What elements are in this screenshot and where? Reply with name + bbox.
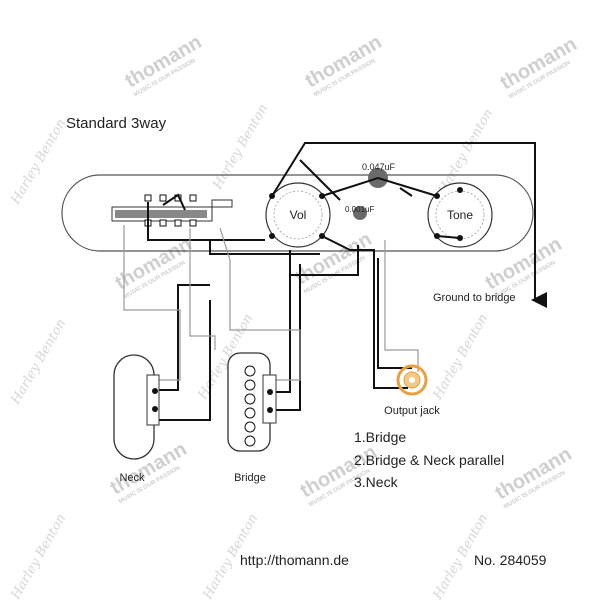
control-plate: [61, 174, 534, 252]
footer-url: http://thomann.de: [240, 552, 349, 568]
trace-layer: [123, 225, 419, 381]
tone-pot: Tone: [427, 182, 493, 248]
volume-pot: Vol: [265, 182, 331, 248]
positions-list: 1.Bridge 2.Bridge & Neck parallel 3.Neck: [354, 429, 504, 490]
position-item: 1.Bridge: [354, 429, 406, 445]
watermark-signature: Harley Benton: [8, 317, 69, 408]
cap-small-label: 0.001uF: [345, 205, 374, 214]
wire-layer: [147, 142, 547, 421]
output-jack: Output jack: [384, 364, 440, 417]
position-item: 2.Bridge & Neck parallel: [354, 452, 504, 468]
footer-item-number: No. 284059: [474, 552, 547, 568]
ground-label: Ground to bridge: [433, 292, 516, 304]
capacitor-small: 0.001uF: [345, 205, 374, 220]
output-label: Output jack: [384, 405, 440, 417]
position-item: 3.Neck: [354, 474, 399, 490]
diagram-title: Standard 3way: [66, 115, 167, 132]
bridge-label: Bridge: [234, 472, 266, 484]
neck-pickup: Neck: [113, 354, 160, 484]
watermark-signature: Harley Benton: [8, 117, 69, 208]
cap-large-label: 0.047uF: [362, 162, 396, 172]
bridge-pickup: Bridge: [227, 352, 277, 484]
neck-label: Neck: [119, 472, 145, 484]
watermark-signature: Harley Benton: [210, 102, 271, 193]
watermark-signature: Harley Benton: [430, 312, 491, 403]
tone-label: Tone: [447, 208, 473, 222]
volume-label: Vol: [290, 208, 307, 222]
watermark-signature: Harley Benton: [8, 512, 69, 600]
